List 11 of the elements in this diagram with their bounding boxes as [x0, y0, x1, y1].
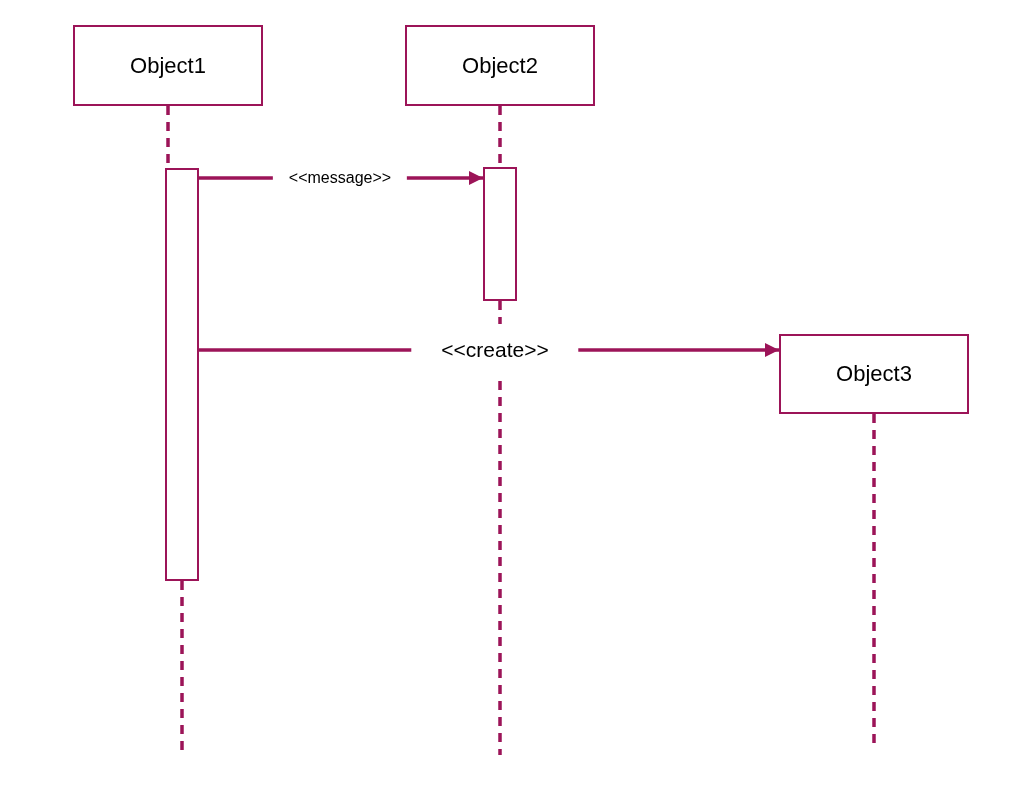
object-box — [779, 334, 969, 414]
object-box — [405, 25, 595, 106]
lifeline — [498, 301, 502, 755]
activation-bar — [165, 168, 199, 581]
object-box — [73, 25, 263, 106]
object-name: Object1 — [130, 52, 206, 79]
edge-label: <<create>> — [411, 324, 579, 376]
object-name: Object3 — [836, 361, 912, 387]
activation-bar — [483, 167, 517, 301]
object-name: Object2 — [462, 52, 538, 79]
lifeline — [872, 414, 876, 745]
